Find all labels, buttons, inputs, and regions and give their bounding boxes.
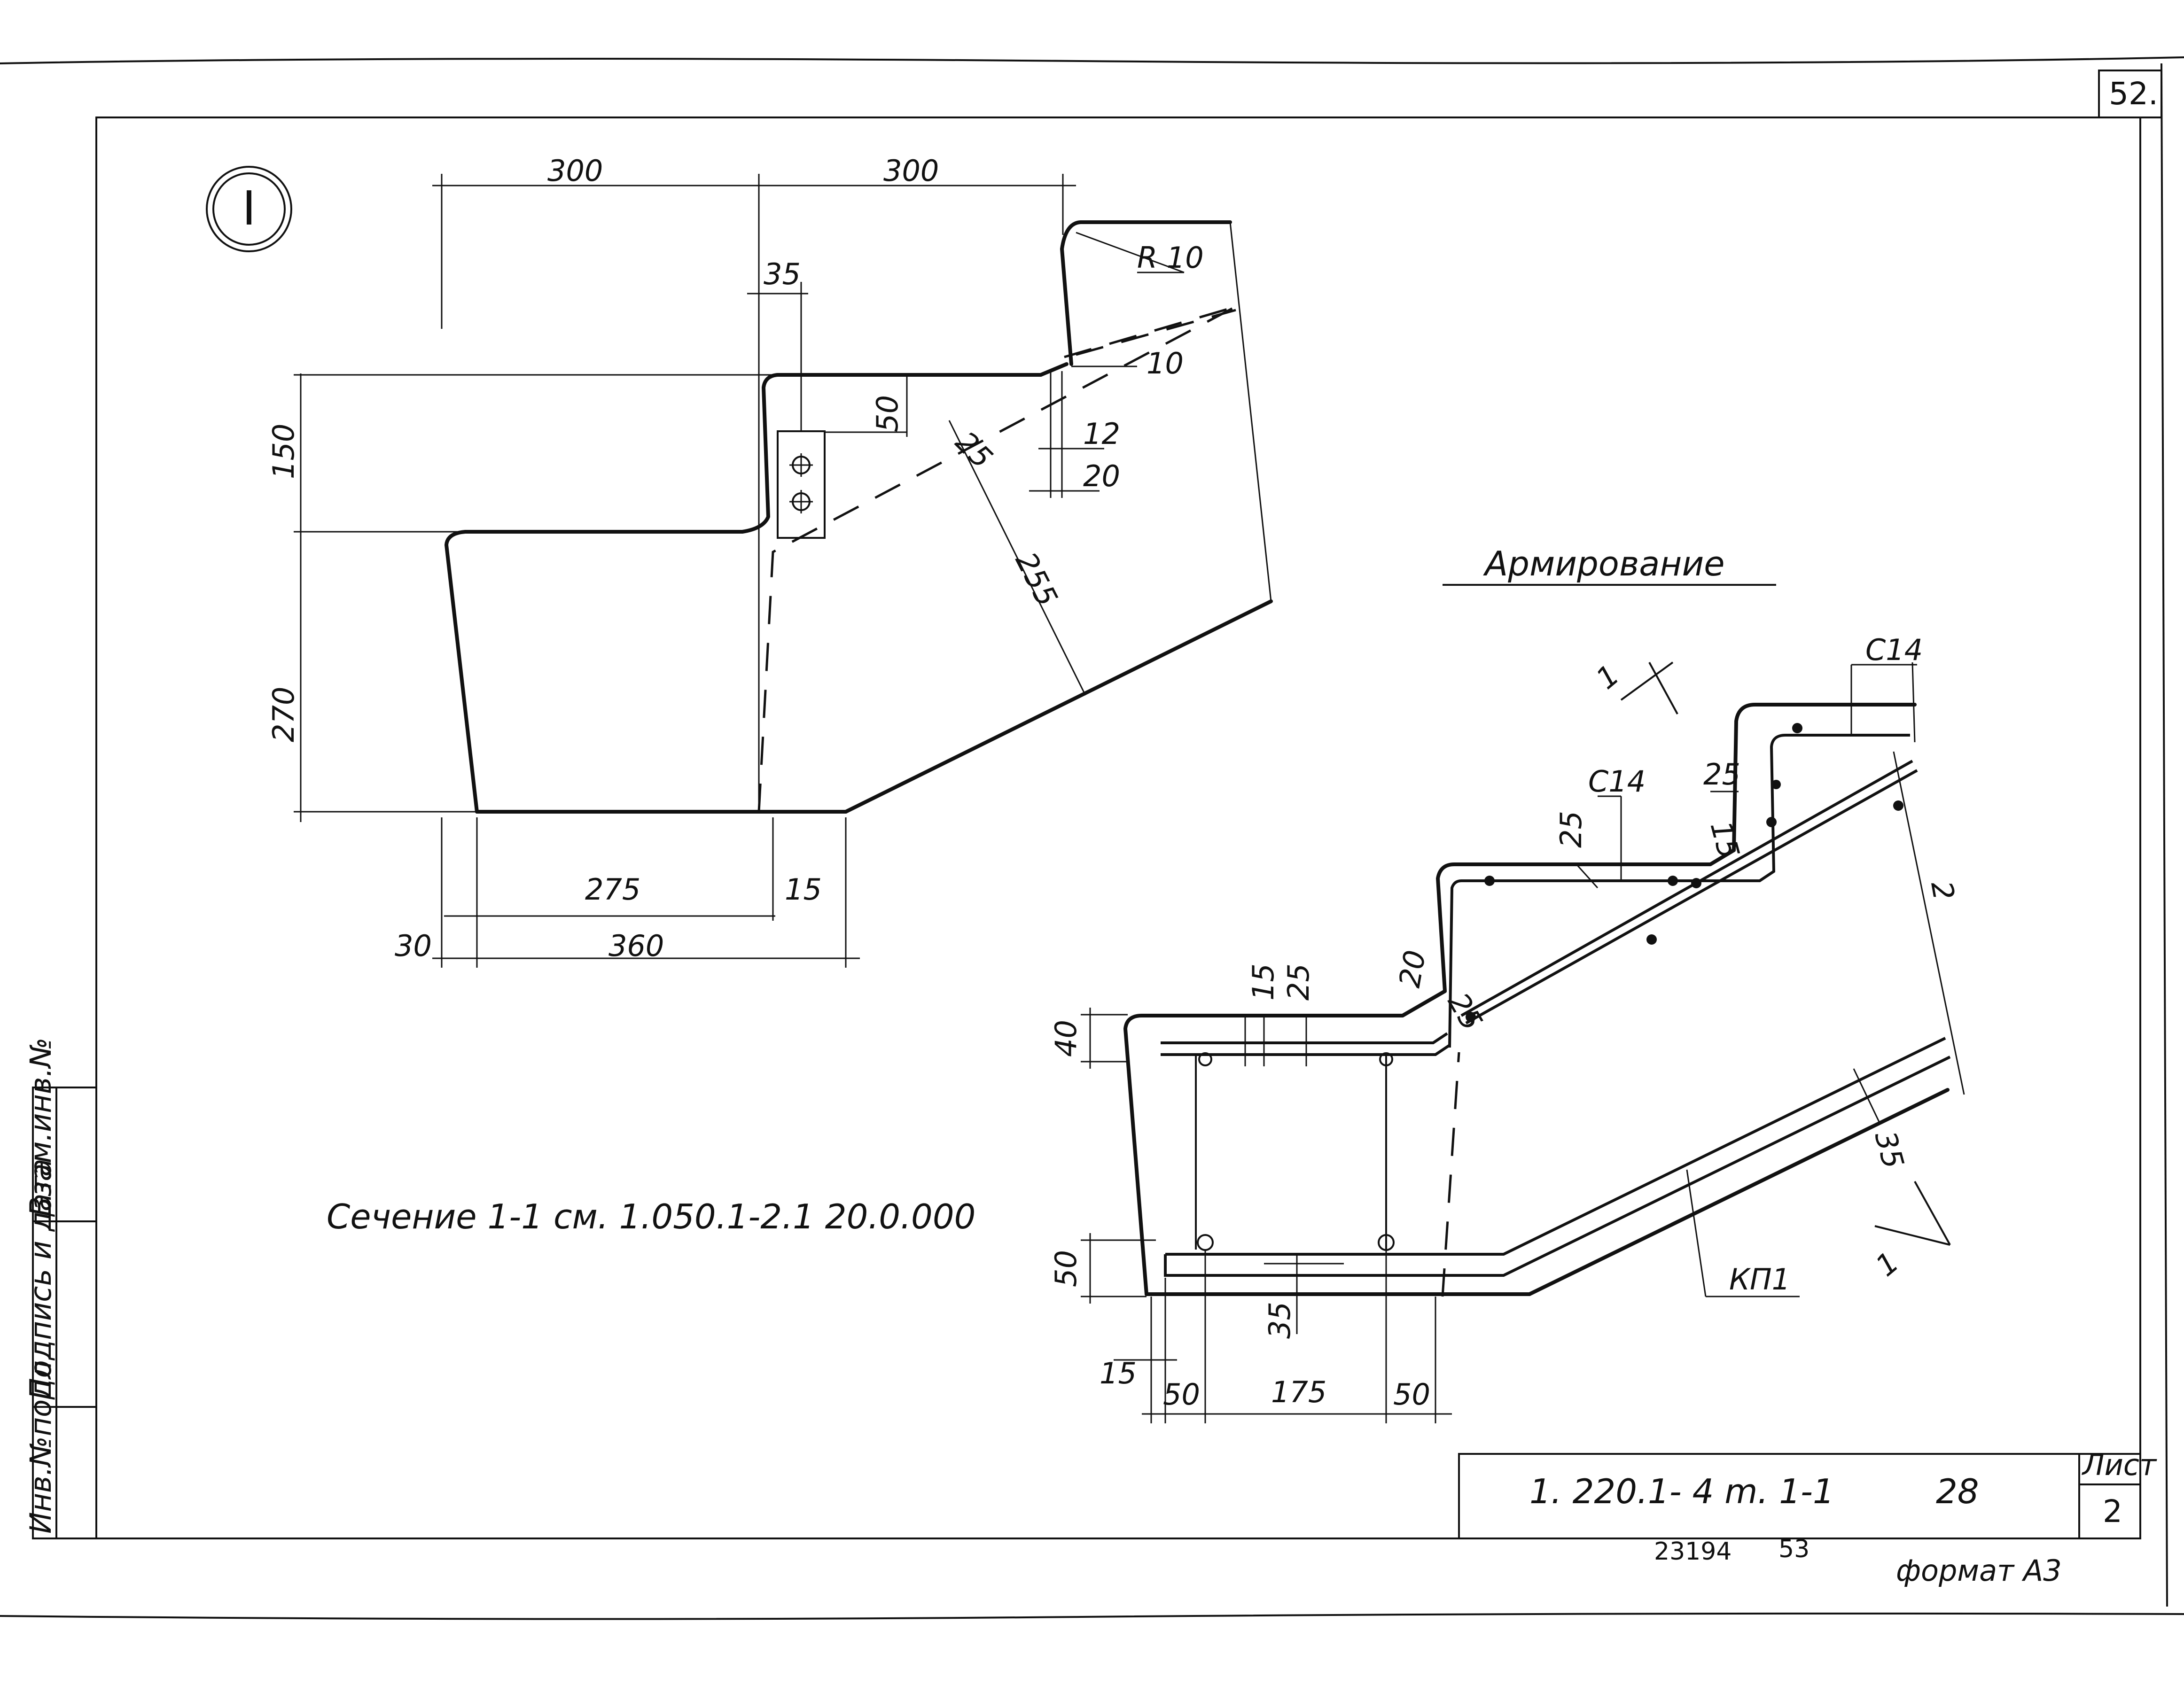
reinforcement-title: Армирование	[1483, 544, 1725, 583]
dim-12: 12	[1083, 417, 1120, 451]
side-stamp-inv: Инв.№подл	[23, 1360, 58, 1534]
rebar-dim-50-left: 50	[1049, 1250, 1083, 1287]
rebar-dim-25-c: 25	[1281, 963, 1316, 1001]
rebar-c14-top: С14	[1865, 633, 1923, 667]
rebar-dim-15-b: 15	[1246, 963, 1280, 1001]
reinforcement-profile	[1123, 703, 1951, 1297]
rebar-label-kp1: КП1	[1729, 1262, 1790, 1297]
rebar-dim-15-bottom: 15	[1100, 1356, 1137, 1390]
dim-300-right: 300	[883, 154, 939, 188]
rebar-dim-2: 2	[1924, 878, 1961, 903]
side-stamp-replace: Взам.инв.№	[23, 1037, 58, 1217]
dim-25: 25	[949, 425, 999, 475]
dim-30: 30	[395, 929, 432, 963]
side-stamp	[32, 1087, 97, 1539]
detail-mark-label: I	[242, 181, 256, 236]
rebar-dim-35-right: 35	[1868, 1127, 1911, 1172]
dim-270: 270	[266, 687, 301, 742]
rebar-dim-175: 175	[1271, 1375, 1326, 1409]
dim-150: 150	[266, 424, 301, 479]
sheet-number: 2	[2103, 1493, 2122, 1530]
rebar-dim-25-b: 25	[1554, 811, 1588, 848]
designation: 1. 220.1- 4 m. 1-1	[1529, 1472, 1834, 1511]
dim-10: 10	[1147, 346, 1184, 380]
format-label: формат А3	[1896, 1553, 2062, 1588]
rebar-dim-50-b: 50	[1393, 1377, 1430, 1412]
rebar-dim-40: 40	[1049, 1020, 1083, 1057]
rebar-dim-20: 20	[1392, 947, 1433, 990]
rebar-dim-35-bottom: 35	[1263, 1302, 1297, 1339]
section-note: Сечение 1-1 см. 1.050.1-2.1 20.0.000	[327, 1197, 975, 1236]
dim-r10: R 10	[1137, 241, 1204, 275]
section-mark-top: 1	[1590, 658, 1626, 696]
rebar-dim-50-a: 50	[1163, 1377, 1200, 1412]
rebar-dim-15-a: 15	[1704, 817, 1747, 862]
section-mark-bottom: 1	[1869, 1245, 1905, 1283]
bottom-number-mid: 53	[1778, 1535, 1810, 1563]
sheet-label: Лист	[2082, 1448, 2157, 1482]
stair-profile	[445, 220, 1273, 814]
rebar-c14-mid: С14	[1588, 764, 1646, 799]
detail-mark	[206, 166, 292, 252]
corner-number: 52.	[2109, 76, 2158, 112]
dim-15: 15	[785, 872, 822, 907]
reinforcement-dim-lines	[1081, 661, 1965, 1423]
dim-275: 275	[585, 872, 640, 907]
rebar-dim-25-a: 25	[1703, 757, 1740, 792]
dim-360: 360	[608, 929, 664, 963]
bottom-number-left: 23194	[1654, 1537, 1732, 1566]
side-stamp-sign: Подпись и дата	[23, 1158, 58, 1400]
dim-50: 50	[870, 395, 905, 432]
sheet-borders	[0, 56, 2184, 1620]
rebar-dim-25-d: 25	[1441, 987, 1490, 1036]
title-block	[1458, 1453, 2141, 1539]
dim-300-left: 300	[547, 154, 603, 188]
dim-20: 20	[1083, 459, 1120, 493]
designation-code: 28	[1936, 1472, 1979, 1511]
detail-dim-lines	[294, 174, 1272, 968]
dim-35: 35	[764, 257, 801, 291]
